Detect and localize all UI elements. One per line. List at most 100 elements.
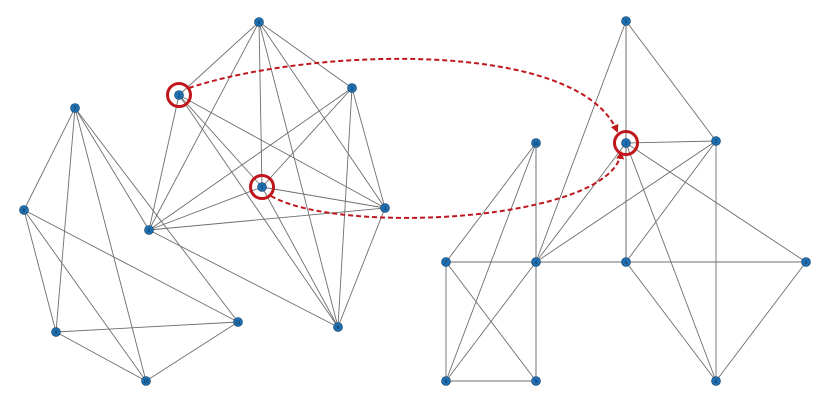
left-graph-node-circle-0	[254, 17, 264, 27]
right-graph-edge-2-5	[625, 140, 717, 263]
left-graph-node-label-10: 10	[143, 379, 149, 384]
right-graph-node-circle-6	[711, 376, 721, 386]
left-graph-node-10[interactable]: 10	[141, 376, 151, 386]
left-graph-node-5[interactable]: 5	[257, 182, 267, 192]
left-graph-node-4[interactable]: 4	[144, 225, 154, 235]
right-graph-node-label-7: 7	[445, 260, 448, 265]
right-graph-edge-2-4	[535, 140, 717, 263]
left-graph-edge-9-10	[55, 331, 147, 382]
right-graph-node-5[interactable]: 5	[621, 257, 631, 267]
right-graph-node-label-10: 10	[533, 141, 539, 146]
right-graph-node-label-5: 5	[625, 260, 628, 265]
right-graph-node-label-1: 1	[625, 141, 628, 146]
right-graph-node-label-3: 3	[805, 260, 808, 265]
right-graph-node-label-8: 8	[445, 379, 448, 384]
left-graph-edge-10-11	[145, 321, 239, 382]
left-graph-edge-0-6	[258, 21, 339, 328]
left-graph-edge-0-2	[258, 21, 353, 89]
right-graph-node-8[interactable]: 8	[441, 376, 451, 386]
left-graph-node-circle-10	[141, 376, 151, 386]
right-graph-node-9[interactable]: 9	[531, 376, 541, 386]
left-graph-edge-7-9	[55, 107, 76, 333]
right-graph-node-circle-10	[531, 138, 541, 148]
left-graph-edge-4-7	[74, 107, 150, 231]
right-graph-node-circle-4	[531, 257, 541, 267]
left-graph-node-circle-3	[380, 203, 390, 213]
right-graph-node-circle-8	[441, 376, 451, 386]
left-graph-edge-0-3	[258, 21, 386, 209]
left-graph-edge-8-11	[23, 209, 239, 323]
right-graph-node-circle-2	[711, 136, 721, 146]
mapping-arrow-1	[270, 151, 625, 219]
right-graph-node-7[interactable]: 7	[441, 257, 451, 267]
left-graph-edge-2-4	[148, 87, 353, 231]
left-graph-node-3[interactable]: 3	[380, 203, 390, 213]
left-graph-node-label-6: 6	[337, 325, 340, 330]
right-graph-node-circle-0	[621, 16, 631, 26]
right-graph-node-6[interactable]: 6	[711, 376, 721, 386]
left-graph-node-circle-9	[51, 327, 61, 337]
left-graph-node-label-0: 0	[258, 20, 261, 25]
right-graph-edge-1-4	[535, 142, 627, 263]
left-graph-node-circle-1	[174, 90, 184, 100]
right-graph-node-circle-9	[531, 376, 541, 386]
left-graph-edge-1-5	[178, 94, 263, 188]
left-graph-highlight-ring-5	[249, 174, 275, 200]
left-graph-node-label-7: 7	[74, 106, 77, 111]
left-graph-node-circle-7	[70, 103, 80, 113]
right-graph-edge-5-6	[625, 261, 717, 382]
right-graph-node-4[interactable]: 4	[531, 257, 541, 267]
left-graph-node-circle-8	[19, 205, 29, 215]
left-graph-node-circle-6	[333, 322, 343, 332]
left-graph-edge-7-10	[74, 107, 147, 382]
left-graph-edge-0-4	[148, 21, 260, 231]
edges-layer	[23, 20, 807, 382]
left-graph-node-circle-5	[257, 182, 267, 192]
right-graph-edge-7-9	[445, 261, 537, 382]
right-graph-node-label-2: 2	[715, 139, 718, 144]
right-graph-node-circle-3	[801, 257, 811, 267]
right-graph-node-label-0: 0	[625, 19, 628, 24]
left-graph-node-circle-4	[144, 225, 154, 235]
right-graph-node-3[interactable]: 3	[801, 257, 811, 267]
left-graph-node-6[interactable]: 6	[333, 322, 343, 332]
right-graph-node-label-4: 4	[535, 260, 538, 265]
right-graph-node-1[interactable]: 1	[621, 138, 631, 148]
left-graph-node-7[interactable]: 7	[70, 103, 80, 113]
right-graph-highlight-ring-1	[613, 130, 639, 156]
right-graph-edge-1-2	[625, 140, 717, 144]
nodes-layer: 0 1 2 3 4 5 6 7 8 9 10 11 0 1 2 3 4 5 6 7 8 9 10	[19, 16, 811, 386]
left-graph-node-9[interactable]: 9	[51, 327, 61, 337]
left-graph-edge-1-3	[178, 94, 386, 209]
left-graph-edge-2-3	[351, 87, 386, 209]
left-graph-node-circle-11	[233, 317, 243, 327]
left-graph-node-circle-2	[347, 83, 357, 93]
left-graph-edge-7-11	[74, 107, 239, 323]
left-graph-edge-9-11	[55, 321, 239, 333]
left-graph-node-label-4: 4	[148, 228, 151, 233]
left-graph-edge-1-4	[148, 94, 180, 231]
right-graph-edge-8-10	[445, 142, 537, 382]
left-graph-edge-8-10	[23, 209, 147, 382]
left-graph-edge-4-5	[148, 186, 263, 231]
right-graph-node-circle-1	[621, 138, 631, 148]
left-graph-node-11[interactable]: 11	[233, 317, 243, 327]
left-graph-node-0[interactable]: 0	[254, 17, 264, 27]
right-graph-node-2[interactable]: 2	[711, 136, 721, 146]
left-graph-node-1[interactable]: 1	[174, 90, 184, 100]
right-graph-node-label-9: 9	[535, 379, 538, 384]
left-graph-node-label-2: 2	[351, 86, 354, 91]
left-graph-edge-1-6	[178, 94, 339, 328]
left-graph-node-label-11: 11	[235, 320, 241, 325]
left-graph-edge-2-6	[337, 87, 353, 328]
right-graph-edge-0-4	[535, 20, 627, 263]
right-graph-node-10[interactable]: 10	[531, 138, 541, 148]
left-graph-edge-3-4	[148, 207, 386, 231]
left-graph-edge-4-6	[148, 229, 339, 328]
right-graph-node-0[interactable]: 0	[621, 16, 631, 26]
left-graph-highlight-ring-1	[166, 82, 192, 108]
left-graph-node-2[interactable]: 2	[347, 83, 357, 93]
left-graph-node-8[interactable]: 8	[19, 205, 29, 215]
right-graph-edge-0-2	[625, 20, 717, 142]
